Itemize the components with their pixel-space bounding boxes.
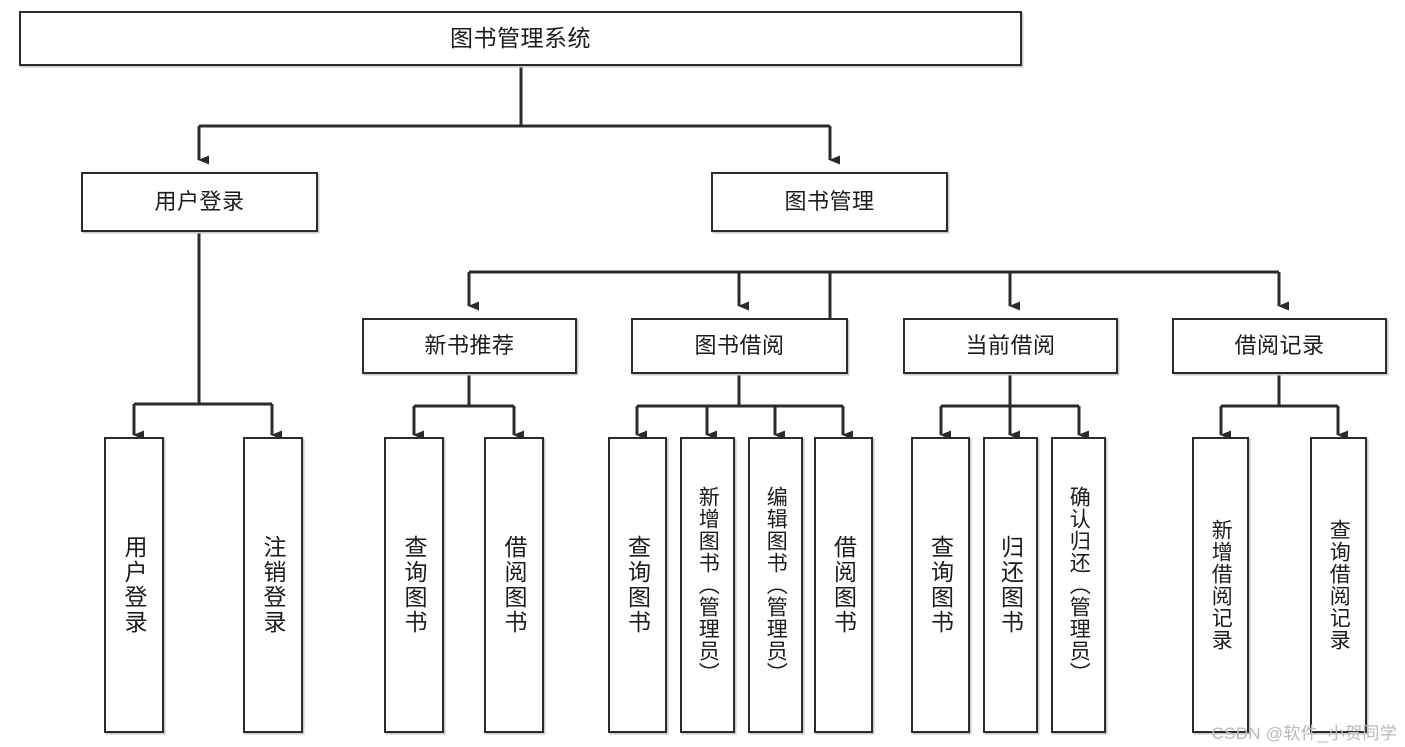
leaf-book-borrow-add[interactable]: 新增图书（管理员） — [680, 437, 735, 733]
node-label: 查询借阅记录 — [1327, 519, 1351, 651]
node-label: 借阅图书 — [830, 535, 857, 635]
leaf-borrow-record-add[interactable]: 新增借阅记录 — [1192, 437, 1249, 733]
leaf-user-login-logout[interactable]: 注销登录 — [243, 437, 303, 733]
node-label: 借阅记录 — [1234, 332, 1325, 358]
leaf-book-borrow-query[interactable]: 查询图书 — [608, 437, 667, 733]
node-borrow-record[interactable]: 借阅记录 — [1172, 318, 1387, 374]
leaf-book-borrow-edit[interactable]: 编辑图书（管理员） — [748, 437, 803, 733]
node-label: 查询图书 — [624, 535, 651, 635]
node-label: 查询图书 — [401, 535, 428, 635]
node-label: 查询图书 — [927, 535, 954, 635]
node-label: 新增借阅记录 — [1209, 519, 1233, 651]
node-user-login[interactable]: 用户登录 — [81, 172, 318, 232]
node-label: 新增图书（管理员） — [696, 486, 720, 684]
node-book-borrow[interactable]: 图书借阅 — [631, 318, 848, 374]
node-current-borrow[interactable]: 当前借阅 — [903, 318, 1118, 374]
leaf-current-borrow-return[interactable]: 归还图书 — [983, 437, 1038, 733]
node-label: 编辑图书（管理员） — [764, 486, 788, 684]
leaf-current-borrow-confirm[interactable]: 确认归还（管理员） — [1051, 437, 1106, 733]
node-label: 归还图书 — [997, 535, 1024, 635]
leaf-new-book-query[interactable]: 查询图书 — [384, 437, 444, 733]
node-label: 新书推荐 — [424, 332, 515, 358]
node-label: 图书借阅 — [694, 332, 785, 358]
node-label: 用户登录 — [121, 535, 148, 635]
node-root-system[interactable]: 图书管理系统 — [19, 11, 1022, 66]
node-book-management[interactable]: 图书管理 — [711, 172, 948, 232]
node-label: 图书管理系统 — [450, 24, 591, 51]
node-label: 确认归还（管理员） — [1067, 486, 1091, 684]
node-label: 借阅图书 — [501, 535, 528, 635]
node-label: 注销登录 — [260, 535, 287, 635]
leaf-book-borrow-borrow[interactable]: 借阅图书 — [814, 437, 873, 733]
leaf-borrow-record-query[interactable]: 查询借阅记录 — [1310, 437, 1367, 733]
leaf-new-book-borrow[interactable]: 借阅图书 — [484, 437, 544, 733]
node-label: 用户登录 — [154, 188, 245, 214]
node-new-book-recommend[interactable]: 新书推荐 — [362, 318, 577, 374]
leaf-current-borrow-query[interactable]: 查询图书 — [911, 437, 970, 733]
node-label: 当前借阅 — [965, 332, 1056, 358]
node-label: 图书管理 — [784, 188, 875, 214]
leaf-user-login-login[interactable]: 用户登录 — [104, 437, 164, 733]
